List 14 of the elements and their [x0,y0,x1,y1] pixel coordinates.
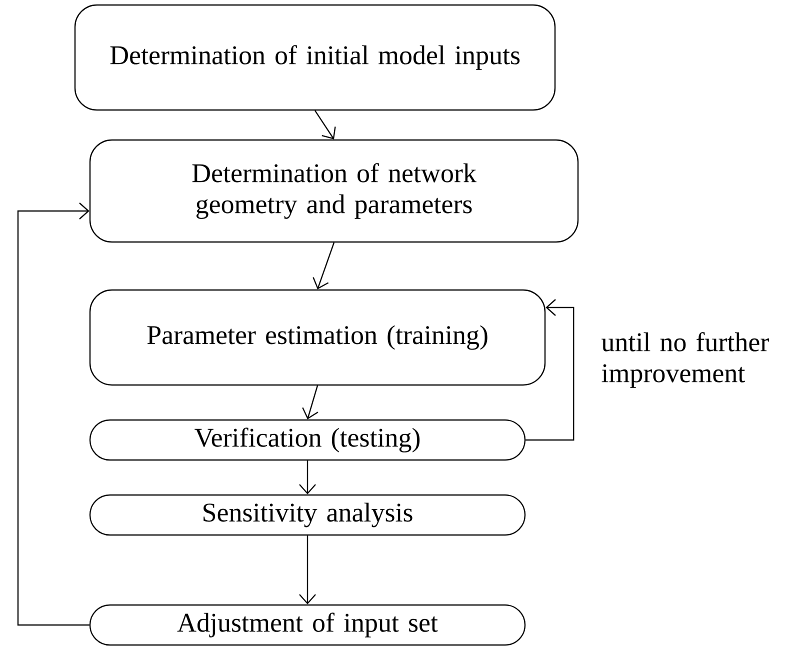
process-box: Sensitivity analysis [89,494,526,536]
process-box: Verification (testing) [89,419,526,461]
process-box: Adjustment of input set [89,604,526,646]
edge-label: until no further improvement [602,332,769,388]
arrow [299,536,316,604]
process-box: Parameter estimation (training) [89,289,546,386]
process-box: Determination of initial model inputs [74,4,556,111]
process-box: Determination of network geometry and parameters [89,139,579,243]
arrow [314,110,336,140]
arrow [302,385,318,420]
arrow [17,202,90,626]
arrow [299,460,316,494]
arrow [312,242,335,290]
arrow [526,299,574,441]
